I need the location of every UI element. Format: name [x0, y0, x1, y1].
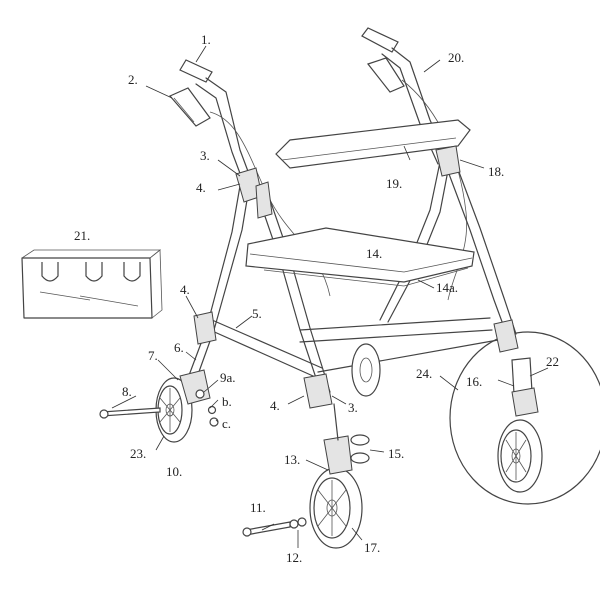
- callout-18: 18.: [488, 164, 504, 179]
- callout-22: 22: [546, 354, 559, 369]
- callout-19: 19.: [386, 176, 402, 191]
- callout-labels: 1. 2. 3. 4. 20. 18. 19. 14. 14a. 21. 4. …: [74, 32, 559, 565]
- callout-6: 6.: [174, 340, 184, 355]
- callout-24: 24.: [416, 366, 432, 381]
- callout-8: 8.: [122, 384, 132, 399]
- callout-23: 23.: [130, 446, 146, 461]
- caster-detail-circle: [449, 331, 600, 505]
- callout-14: 14.: [366, 246, 382, 261]
- callout-20: 20.: [448, 50, 464, 65]
- callout-15: 15.: [388, 446, 404, 461]
- callout-3-upper: 3.: [200, 148, 210, 163]
- callout-16: 16.: [466, 374, 482, 389]
- storage-bag: [21, 249, 163, 319]
- callout-1: 1.: [201, 32, 211, 47]
- callout-4-lower: 4.: [270, 398, 280, 413]
- callout-3-lower: 3.: [348, 400, 358, 415]
- callout-11: 11.: [250, 500, 266, 515]
- callout-10: 10.: [166, 464, 182, 479]
- walker-frame: [169, 27, 519, 409]
- callout-c: c.: [222, 416, 231, 431]
- leader-lines: [111, 45, 549, 548]
- callout-4-middle: 4.: [180, 282, 190, 297]
- rear-wheel-exploded: [242, 403, 370, 549]
- callout-17: 17.: [364, 540, 380, 555]
- callout-b: b.: [222, 394, 232, 409]
- callout-21: 21.: [74, 228, 90, 243]
- caster-detail: [497, 357, 543, 493]
- callout-2: 2.: [128, 72, 138, 87]
- callout-5: 5.: [252, 306, 262, 321]
- callout-14a: 14a.: [436, 280, 458, 295]
- callout-13: 13.: [284, 452, 300, 467]
- front-wheel-left: [99, 369, 219, 443]
- callout-12: 12.: [286, 550, 302, 565]
- callout-4-upper: 4.: [196, 180, 206, 195]
- callout-7: 7.: [148, 348, 158, 363]
- callout-9a: 9a.: [220, 370, 236, 385]
